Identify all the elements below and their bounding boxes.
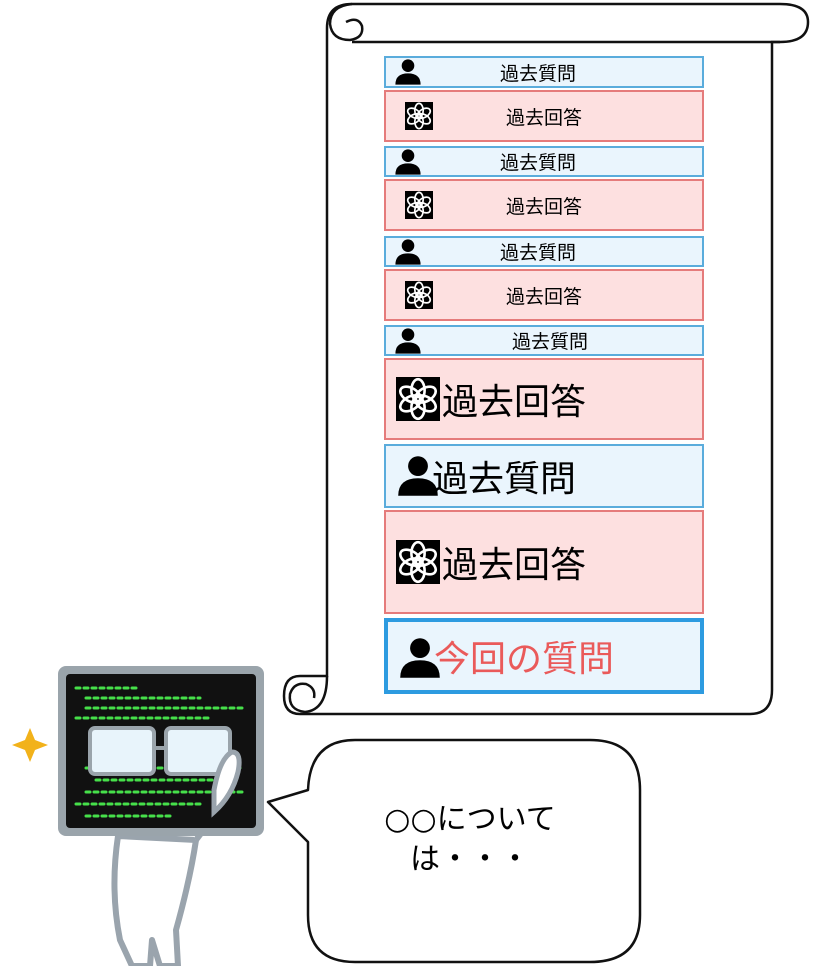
- past-answer-label: 過去回答: [505, 195, 582, 218]
- past-question-label: 過去質問: [499, 152, 576, 174]
- chatgpt-logo-icon: [396, 540, 440, 588]
- user-icon: [396, 454, 440, 502]
- past-question-box: 過去質問: [384, 444, 704, 508]
- past-answer-label: 過去回答: [441, 382, 586, 423]
- current-question-label: 今回の質問: [433, 639, 614, 680]
- past-question-label: 過去質問: [499, 242, 576, 264]
- past-answer-box: 過去回答: [384, 510, 704, 614]
- past-question-box: 過去質問: [384, 146, 704, 177]
- user-icon: [394, 238, 422, 270]
- past-answer-box: 過去回答: [384, 179, 704, 231]
- past-answer-box: 過去回答: [384, 269, 704, 321]
- past-question-label: 過去質問: [511, 331, 588, 353]
- past-question-label: 過去質問: [499, 62, 576, 85]
- chatgpt-logo-icon: [394, 102, 444, 134]
- past-question-box: 過去質問: [384, 56, 704, 88]
- past-answer-box: 過去回答: [384, 358, 704, 440]
- speech-bubble-text: ○○について は・・・: [330, 800, 610, 880]
- past-question-label: 過去質問: [431, 459, 576, 500]
- past-question-box: 過去質問: [384, 236, 704, 267]
- chatgpt-logo-icon: [396, 377, 440, 425]
- chatgpt-logo-icon: [394, 191, 444, 223]
- user-icon: [398, 636, 442, 684]
- current-question-box: 今回の質問: [384, 618, 704, 694]
- chatgpt-logo-icon: [394, 281, 444, 313]
- speech-line-1: ○○について: [384, 802, 556, 837]
- speech-line-2: は・・・: [410, 842, 530, 877]
- sparkle-icon: [12, 728, 48, 762]
- past-answer-label: 過去回答: [505, 106, 582, 129]
- computer-head-robot-icon: [12, 666, 264, 966]
- past-answer-box: 過去回答: [384, 90, 704, 142]
- past-answer-label: 過去回答: [505, 285, 582, 308]
- user-icon: [394, 327, 422, 359]
- past-question-box: 過去質問: [384, 325, 704, 356]
- user-icon: [394, 58, 422, 90]
- past-answer-label: 過去回答: [441, 545, 586, 586]
- user-icon: [394, 148, 422, 180]
